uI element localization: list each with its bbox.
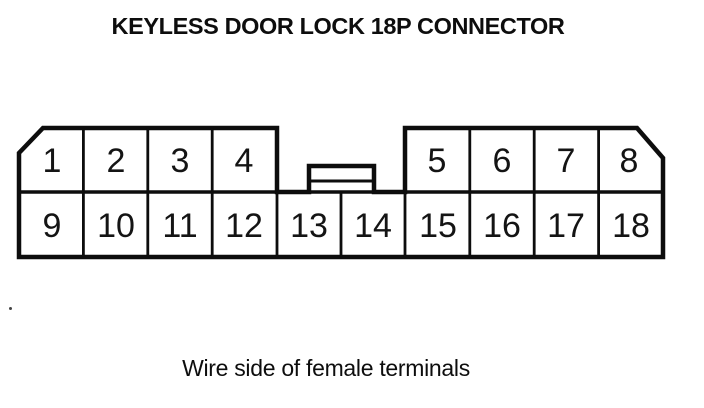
pin-label-18: 18: [612, 207, 650, 245]
page-title: KEYLESS DOOR LOCK 18P CONNECTOR: [111, 13, 565, 39]
pin-label-2: 2: [107, 142, 126, 180]
pin-label-10: 10: [97, 207, 135, 245]
pin-label-7: 7: [557, 142, 576, 180]
pin-label-8: 8: [620, 142, 639, 180]
pin-label-5: 5: [428, 142, 447, 180]
connector-18p-graphic: 1 2 3 4 5 6 7 8 9 10 11 12 13 14 15 16 1…: [16, 125, 666, 260]
pin-label-12: 12: [225, 207, 263, 245]
pin-label-14: 14: [354, 207, 392, 245]
connector-diagram: 1 2 3 4 5 6 7 8 9 10 11 12 13 14 15 16 1…: [16, 125, 666, 260]
pin-label-9: 9: [43, 207, 62, 245]
diagram-caption: Wire side of female terminals: [182, 355, 470, 381]
pin-label-4: 4: [235, 142, 254, 180]
pin-label-11: 11: [162, 207, 197, 245]
pin-label-1: 1: [43, 142, 62, 180]
pin-label-6: 6: [493, 142, 512, 180]
pin-label-13: 13: [290, 207, 328, 245]
scan-speck: [9, 307, 12, 310]
pin-label-3: 3: [171, 142, 190, 180]
pin-label-17: 17: [547, 207, 585, 245]
pin-label-15: 15: [419, 207, 457, 245]
pin-label-16: 16: [483, 207, 521, 245]
